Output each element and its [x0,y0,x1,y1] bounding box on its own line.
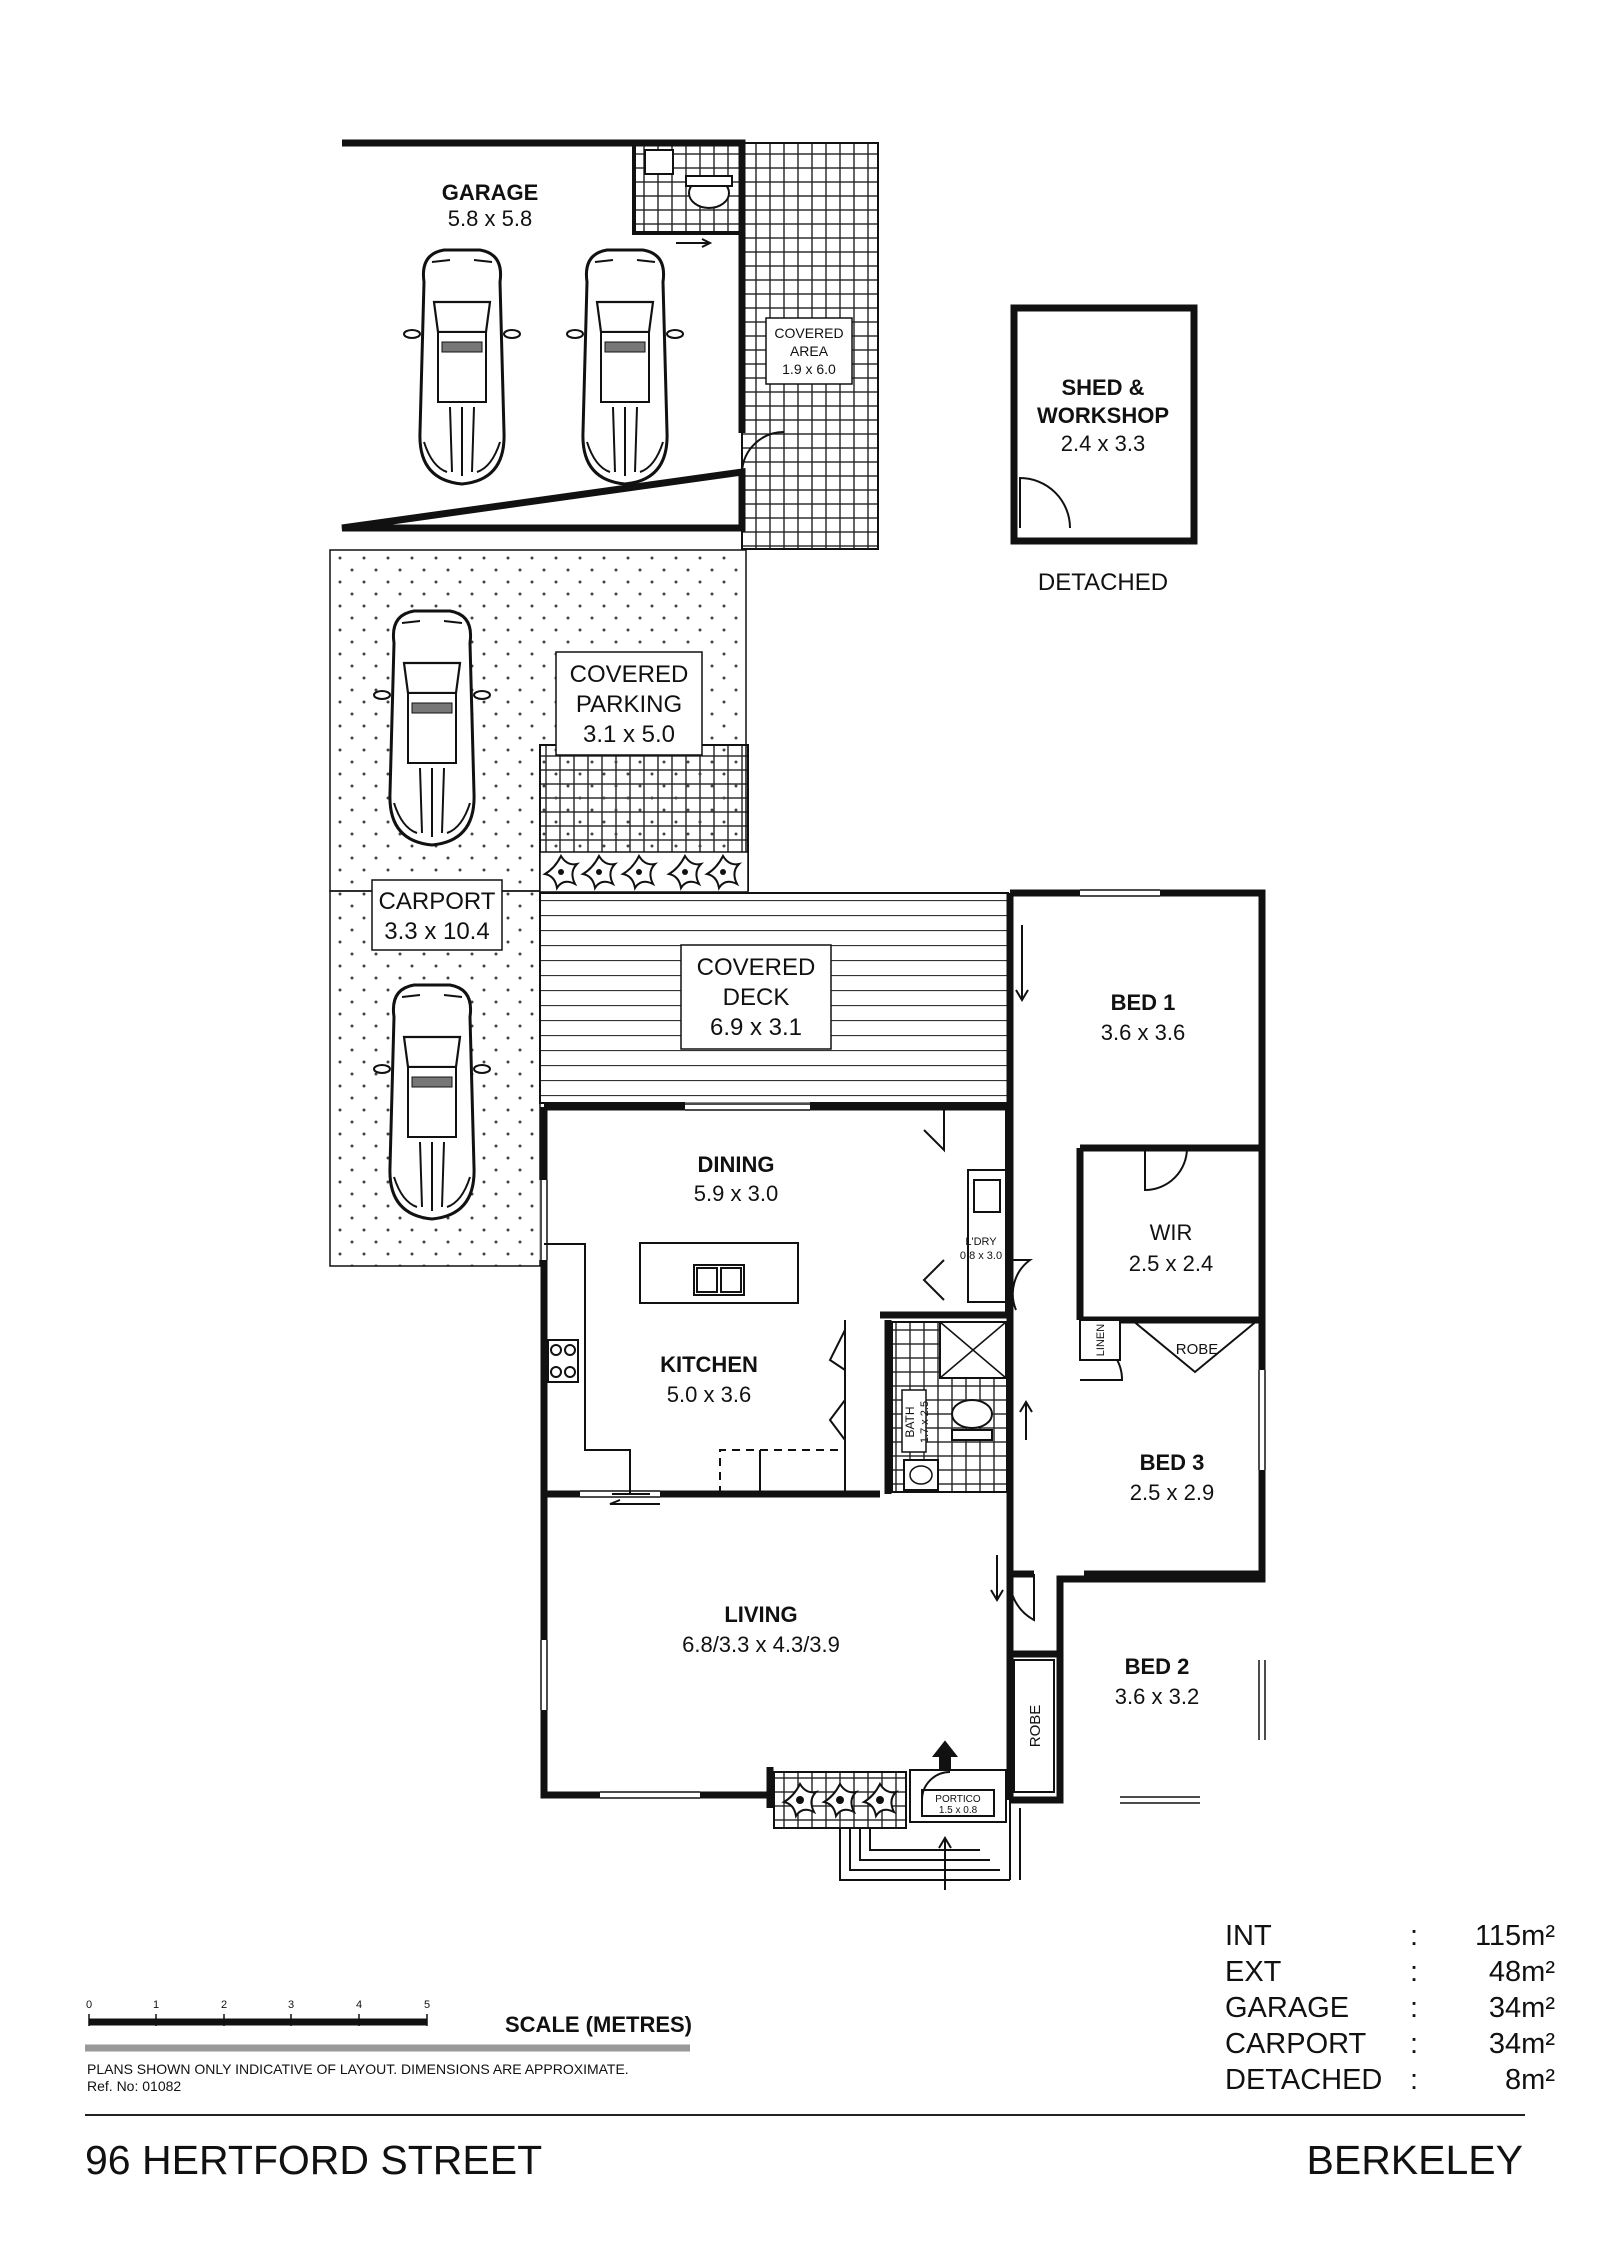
area-value: 34m² [1488,2028,1555,2060]
deck-name-1: COVERED [697,954,816,981]
portico-dims: 1.5 x 0.8 [939,1805,978,1816]
bed1-name: BED 1 [1111,990,1176,1015]
garage-car-right [565,248,685,486]
bathroom [891,1321,1008,1493]
laundry-name: L'DRY [965,1236,997,1248]
covered-area-name-2: AREA [790,343,829,359]
garage-name: GARAGE [442,180,539,205]
bedroom-doors [609,925,1259,1793]
window-lines [540,889,1266,1804]
kitchen-joinery [544,1242,846,1494]
ref-number: Ref. No: 01082 [87,2078,182,2094]
portico [773,1740,1021,1890]
area-value: 8m² [1505,2064,1555,2096]
scale-tick-3: 3 [288,1999,294,2011]
shed-note: DETACHED [1038,569,1168,596]
area-value: 34m² [1488,1992,1555,2024]
area-colon: : [1410,2028,1419,2060]
scale-tick-1: 1 [153,1999,159,2011]
shed [1010,304,1198,545]
covered-area-name-1: COVERED [774,325,843,341]
area-colon: : [1410,1956,1419,1988]
bed3-name: BED 3 [1140,1450,1205,1475]
robe-bed3-label: ROBE [1176,1341,1219,1358]
deck-dims: 6.9 x 3.1 [710,1014,802,1041]
bath-dims: 1.7 x 2.5 [919,1401,931,1443]
bed1-dims: 3.6 x 3.6 [1101,1020,1185,1045]
laundry-dims: 0.8 x 3.0 [960,1250,1002,1262]
wir-name: WIR [1150,1220,1193,1245]
dining-name: DINING [698,1152,775,1177]
deck-name-2: DECK [723,984,790,1011]
bed2-name: BED 2 [1125,1654,1190,1679]
shed-name-1: SHED & [1061,375,1144,400]
area-label: DETACHED [1225,2064,1383,2096]
shed-name-2: WORKSHOP [1037,403,1169,428]
garage-car-left [402,248,522,486]
covered-area-dims: 1.9 x 6.0 [782,361,836,377]
bed3-dims: 2.5 x 2.9 [1130,1480,1214,1505]
kitchen-dims: 5.0 x 3.6 [667,1382,751,1407]
area-value: 115m² [1474,1920,1555,1952]
area-colon: : [1410,2064,1419,2096]
bath-name: BATH [903,1406,917,1437]
area-value: 48m² [1488,1956,1555,1988]
property-suburb: BERKELEY [1306,2137,1524,2183]
living-name: LIVING [724,1602,797,1627]
area-colon: : [1410,1992,1419,2024]
scale-tick-2: 2 [221,1999,227,2011]
living-dims: 6.8/3.3 x 4.3/3.9 [682,1632,840,1657]
disclaimer: PLANS SHOWN ONLY INDICATIVE OF LAYOUT. D… [87,2061,629,2077]
robe-bed2-label: ROBE [1027,1705,1044,1748]
shed-dims: 2.4 x 3.3 [1061,431,1145,456]
area-label: GARAGE [1225,1992,1350,2024]
carport-name: CARPORT [379,888,496,915]
property-address: 96 HERTFORD STREET [85,2137,543,2183]
covered-parking-name-1: COVERED [570,661,689,688]
wir-dims: 2.5 x 2.4 [1129,1251,1213,1276]
laundry-joinery [922,1107,1007,1315]
covered-parking-name-2: PARKING [576,691,682,718]
scale-tick-5: 5 [424,1999,430,2011]
garage-dims: 5.8 x 5.8 [448,206,532,231]
linen-label: LINEN [1095,1324,1107,1356]
footer-divider [85,2114,1525,2116]
kitchen-name: KITCHEN [660,1352,758,1377]
scale-tick-0: 0 [86,1999,92,2011]
portico-name: PORTICO [935,1794,981,1805]
dining-dims: 5.9 x 3.0 [694,1181,778,1206]
covered-parking-dims: 3.1 x 5.0 [583,721,675,748]
area-label: CARPORT [1225,2028,1367,2060]
scale-tick-4: 4 [356,1999,362,2011]
area-label: INT [1225,1920,1272,1952]
bed2-dims: 3.6 x 3.2 [1115,1684,1199,1709]
area-label: EXT [1225,1956,1282,1988]
area-colon: : [1410,1920,1419,1952]
scale-title: SCALE (METRES) [505,2012,692,2037]
scale-bar: 0 1 2 3 4 5 [85,1999,690,2052]
carport-dims: 3.3 x 10.4 [384,918,489,945]
